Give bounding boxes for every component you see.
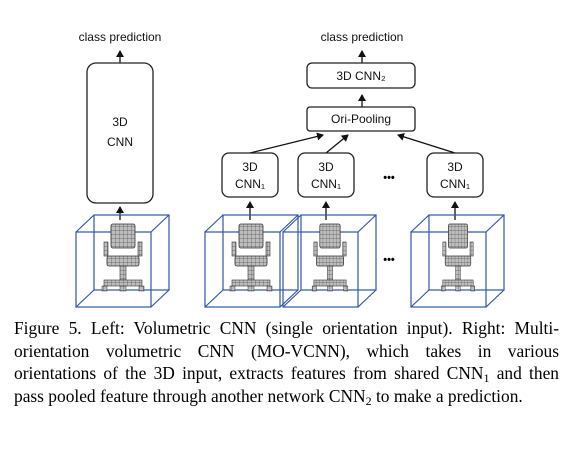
right-class-prediction-label: class prediction [321, 30, 404, 44]
left-voxel-cube [75, 214, 170, 308]
ori-pooling-label: Ori-Pooling [331, 112, 391, 126]
cnn1-c-label-line2: CNN₁ [440, 177, 470, 191]
cnn1-b-to-pooling-arrow [325, 134, 349, 154]
cnn1-box-c: 3D CNN₁ [426, 152, 484, 198]
cnn1-ellipsis: ••• [383, 172, 395, 184]
chair-voxel-a [229, 223, 273, 292]
right-voxel-cube-c [410, 214, 505, 308]
caption-subscript-1: 1 [483, 371, 490, 385]
cnn1-c-label-line1: 3D [447, 160, 463, 174]
input-ellipsis: ••• [383, 254, 395, 266]
left-cnn-label-line2: CNN [107, 135, 133, 149]
chair-voxel-c [440, 223, 476, 292]
cnn1-c-to-pooling-arrow [397, 132, 456, 154]
left-chair-voxel [101, 223, 145, 292]
cnn1-box-a: 3D CNN₁ [221, 152, 279, 198]
cnn2-label: 3D CNN₂ [336, 69, 386, 83]
chair-voxel-b [311, 223, 349, 292]
cnn1-box-b: 3D CNN₁ [297, 152, 355, 198]
figure-caption: Figure 5. Left: Volumetric CNN (single o… [14, 317, 559, 407]
cnn1-b-label-line2: CNN₁ [311, 177, 341, 191]
cnn1-a-to-pooling-arrow [249, 132, 324, 154]
caption-text-part1: Figure 5. Left: Volumetric CNN (single o… [14, 318, 559, 383]
cnn1-a-label-line2: CNN₁ [235, 177, 265, 191]
cnn1-b-label-line1: 3D [318, 160, 334, 174]
caption-text-part3: to make a prediction. [371, 385, 523, 406]
ori-pooling-box [306, 106, 416, 132]
cnn1-a-label-line1: 3D [242, 160, 258, 174]
right-voxel-cube-a [204, 214, 299, 308]
cnn2-box [306, 62, 416, 89]
left-cnn-label-line1: 3D [112, 115, 128, 129]
right-voxel-cube-b [282, 214, 377, 308]
left-class-prediction-label: class prediction [79, 30, 162, 44]
left-3d-cnn-box [86, 62, 154, 204]
caption-text-part2: and then pass pooled feature through ano… [14, 363, 560, 406]
figure-diagram: class prediction 3D CNN class prediction… [75, 30, 505, 308]
caption-subscript-2: 2 [365, 393, 372, 408]
